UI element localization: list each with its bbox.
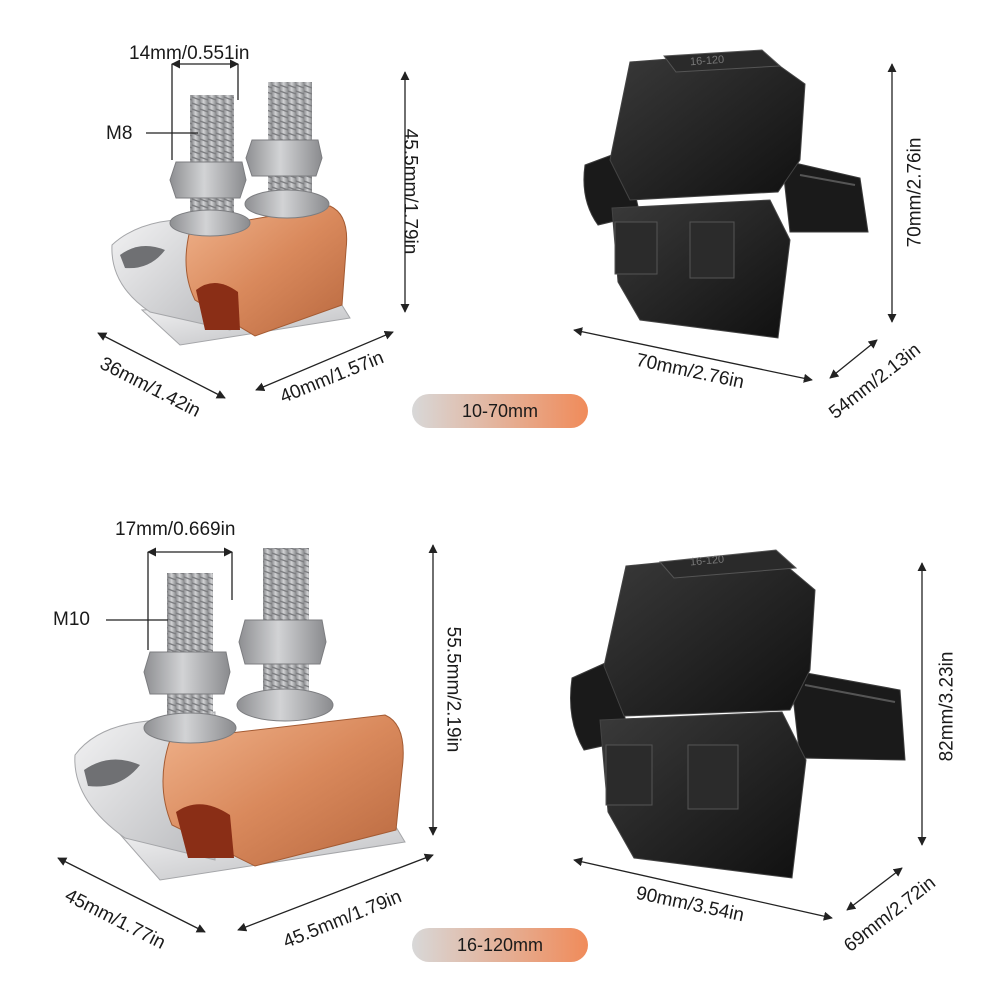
insulation-cover-large xyxy=(570,549,906,879)
dimension-lines-clamp-large xyxy=(57,544,438,933)
dimension-lines-cover-large xyxy=(573,562,927,921)
bolt-spacing-label-large: 17mm/0.669in xyxy=(115,519,236,540)
height-label-small: 45.5mm/1.79in xyxy=(399,128,421,255)
bolt-size-label-small: M8 xyxy=(106,123,133,144)
bolt-spacing-label-small: 14mm/0.551in xyxy=(129,43,250,64)
clamp-large xyxy=(74,548,406,881)
dimension-lines-clamp-small xyxy=(97,59,410,399)
height-label-large: 55.5mm/2.19in xyxy=(442,626,464,753)
bolt-size-label-large: M10 xyxy=(53,609,90,630)
dimension-lines-cover-small xyxy=(573,63,897,383)
range-badge-large: 16-120mm xyxy=(412,928,588,962)
insulation-cover-small xyxy=(583,49,869,339)
range-badge-small: 10-70mm xyxy=(412,394,588,428)
cover-height-label-small: 70mm/2.76in xyxy=(904,137,926,248)
cover-height-label-large: 82mm/3.23in xyxy=(936,651,958,762)
clamp-small xyxy=(111,82,351,346)
